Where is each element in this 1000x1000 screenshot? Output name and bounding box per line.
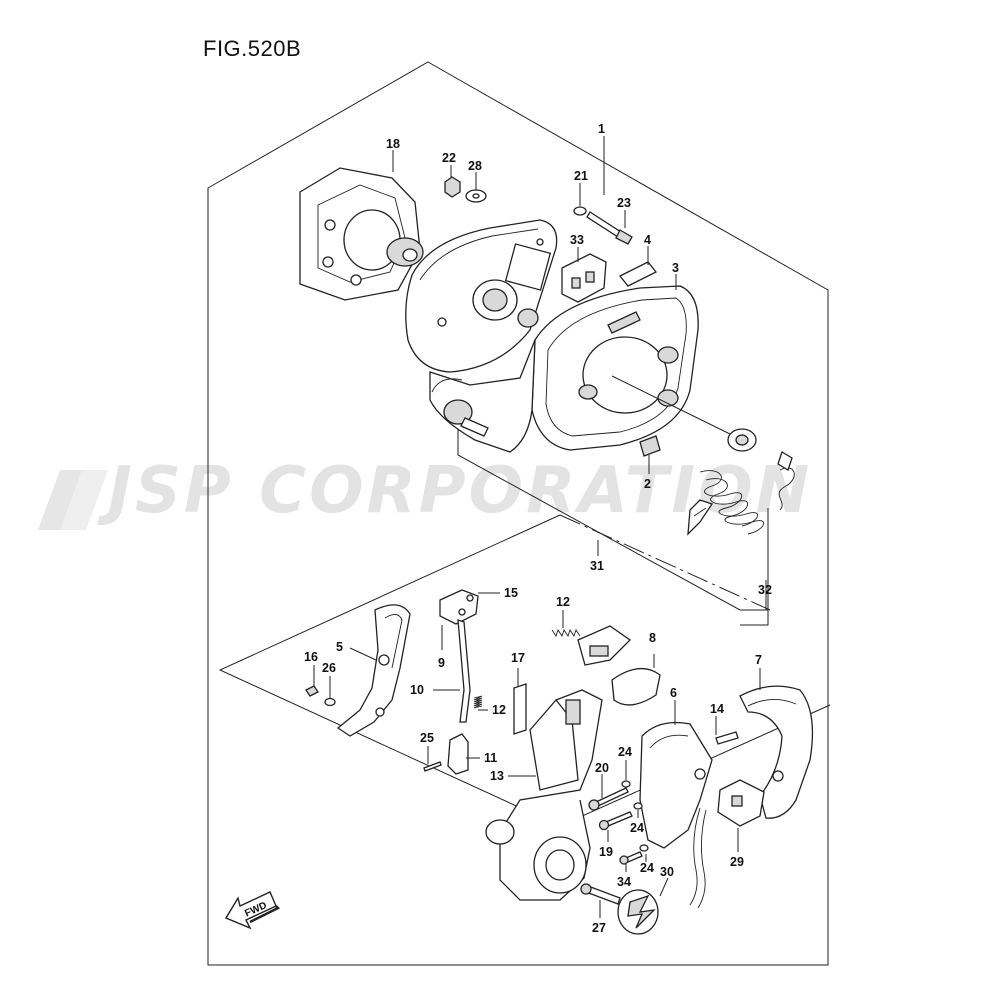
part-28-washer xyxy=(465,189,487,203)
callout-31: 31 xyxy=(590,559,604,573)
part-10-rod xyxy=(457,619,471,723)
part-3-cover xyxy=(531,285,699,451)
stop-switch-stem xyxy=(431,378,489,437)
callout-33: 33 xyxy=(570,233,584,247)
base-plate xyxy=(405,219,558,373)
bracket-31 xyxy=(457,425,768,611)
part-4-plate xyxy=(618,261,658,287)
callout-34: 34 xyxy=(617,875,631,889)
part-24-washer-a xyxy=(621,780,631,788)
callout-8: 8 xyxy=(649,631,656,645)
part-34-screw xyxy=(619,851,643,865)
part-27-screw xyxy=(580,883,621,905)
callout-17: 17 xyxy=(511,651,525,665)
callout-29: 29 xyxy=(730,855,744,869)
leader-lines xyxy=(313,136,767,918)
part-33-switch xyxy=(561,253,607,303)
part-22-nut xyxy=(444,176,461,198)
callout-4: 4 xyxy=(644,233,651,247)
part-20-screw xyxy=(588,787,629,811)
callout-27: 27 xyxy=(592,921,606,935)
part-13-arm xyxy=(485,689,603,901)
callout-23: 23 xyxy=(617,196,631,210)
part-14-pin xyxy=(715,731,739,745)
part-5-lever xyxy=(336,604,411,737)
part-18-housing xyxy=(299,167,424,301)
callout-22: 22 xyxy=(442,151,456,165)
callout-7: 7 xyxy=(755,653,762,667)
part-24-washer-b xyxy=(633,802,643,810)
callout-numbers: 1 2 3 4 5 6 7 8 9 10 11 12 12 13 14 15 1… xyxy=(304,122,772,935)
part-12-spring-a xyxy=(473,695,483,709)
part-25-pin xyxy=(423,761,442,772)
callout-19: 19 xyxy=(599,845,613,859)
part-8-actuator xyxy=(577,625,661,706)
callout-24-b: 24 xyxy=(630,821,644,835)
callout-5: 5 xyxy=(336,640,343,654)
callout-21: 21 xyxy=(574,169,588,183)
assembly-axis xyxy=(611,375,733,436)
outer-frame xyxy=(207,61,829,966)
part-26-washer xyxy=(324,697,336,707)
callout-9: 9 xyxy=(438,656,445,670)
part-16-screw xyxy=(305,685,319,697)
part-24-washer-c xyxy=(639,844,649,852)
callout-14: 14 xyxy=(710,702,724,716)
part-17-plate xyxy=(513,683,527,735)
part-30-emblem xyxy=(617,889,659,935)
callout-11: 11 xyxy=(484,751,497,765)
callout-15: 15 xyxy=(504,586,518,600)
part-19-screw xyxy=(598,811,633,831)
part-23-screw xyxy=(586,211,633,245)
callout-30: 30 xyxy=(660,865,674,879)
callout-1: 1 xyxy=(598,122,605,136)
callout-24-c: 24 xyxy=(640,861,654,875)
callout-32: 32 xyxy=(758,583,772,597)
part-6-handle xyxy=(639,721,713,849)
callout-12-lower: 12 xyxy=(492,703,506,717)
part-32-lanyard xyxy=(687,451,795,536)
part-29-switch xyxy=(717,779,765,827)
lower-plane xyxy=(218,514,831,827)
bracket-32 xyxy=(740,508,769,626)
callout-10: 10 xyxy=(410,683,424,697)
callout-6: 6 xyxy=(670,686,677,700)
callout-26: 26 xyxy=(322,661,336,675)
callout-16: 16 xyxy=(304,650,318,664)
callout-3: 3 xyxy=(672,261,679,275)
callout-13: 13 xyxy=(490,769,504,783)
part-15-bracket xyxy=(439,589,479,625)
part-7-cover xyxy=(739,685,814,819)
callout-25: 25 xyxy=(420,731,434,745)
callout-24-a: 24 xyxy=(618,745,632,759)
figure-title: FIG.520B xyxy=(203,36,301,61)
part-21-washer xyxy=(573,206,587,216)
part-11-block xyxy=(447,733,469,775)
callout-18: 18 xyxy=(386,137,400,151)
callout-20: 20 xyxy=(595,761,609,775)
wire-harness xyxy=(689,807,701,906)
callout-2: 2 xyxy=(644,477,651,491)
callout-28: 28 xyxy=(468,159,482,173)
part-12-spring-b xyxy=(551,628,581,638)
callout-12-top: 12 xyxy=(556,595,570,609)
part-2-clip xyxy=(639,435,661,457)
collar-nut xyxy=(727,428,757,452)
fwd-arrow-icon: FWD xyxy=(224,891,281,930)
